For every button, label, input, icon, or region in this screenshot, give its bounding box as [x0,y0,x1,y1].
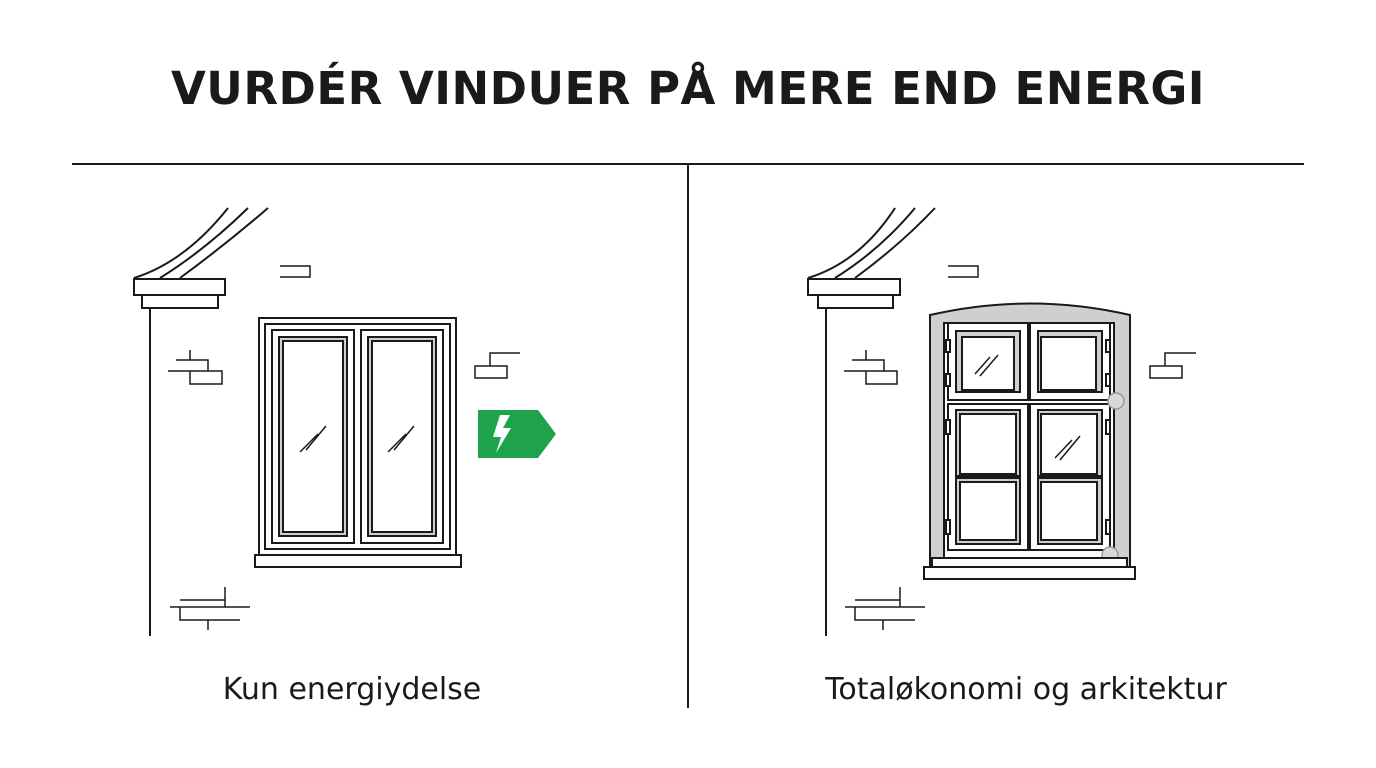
eaves-icon [133,207,269,636]
caption-total-economy: Totaløkonomi og arkitektur [825,672,1227,707]
lightning-bolt-icon [493,415,511,453]
caption-energy-only: Kun energiydelse [222,672,482,707]
modern-window-icon [254,317,462,568]
right-panel-scene [807,207,1196,636]
traditional-window-icon [923,302,1136,580]
left-panel-scene [133,207,556,636]
brick-icon [168,265,520,630]
page-title: VURDÉR VINDUER PÅ MERE END ENERGI [170,62,1206,115]
eaves-icon [807,207,936,636]
energy-badge [478,410,556,458]
brick-icon [844,265,1196,630]
